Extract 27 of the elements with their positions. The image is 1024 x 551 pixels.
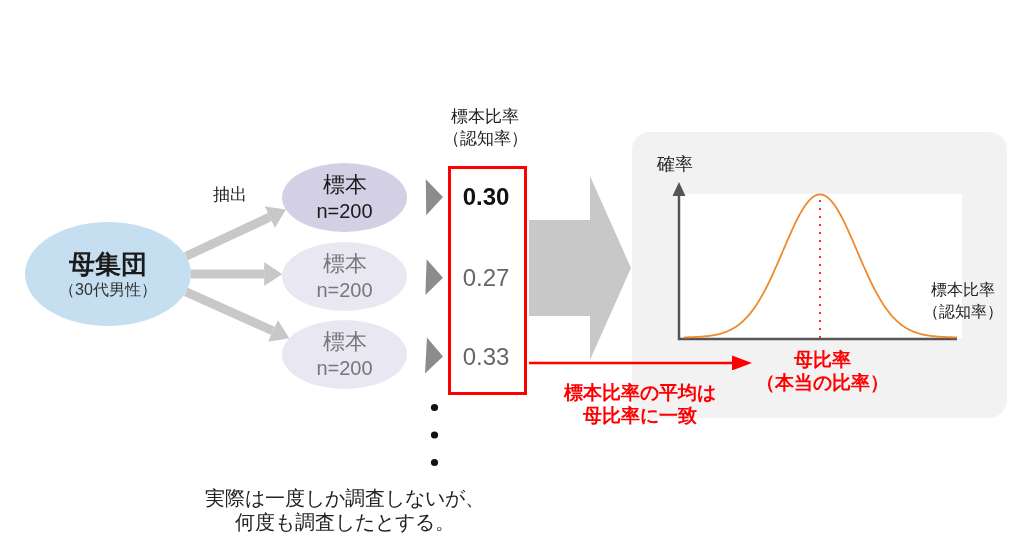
sample-size: n=200: [316, 198, 373, 223]
ellipse-title: 標本: [322, 329, 367, 356]
ellipse-subtitle: （30代男性）: [59, 280, 157, 300]
arrow: [191, 262, 283, 287]
ratio-value: 0.27: [452, 256, 520, 300]
chevron-arrow: [425, 179, 443, 216]
callout-note: （本当の比率）: [755, 372, 889, 395]
ellipse-title: 標本: [322, 172, 367, 199]
edge-label: 標本比率の平均は母比率に一致: [562, 381, 717, 428]
sample-size: n=200: [316, 355, 373, 380]
arrow: [184, 205, 288, 261]
column-header: 標本比率（認知率）: [442, 106, 528, 151]
chevron-arrow: [425, 259, 443, 296]
arrow: [529, 355, 752, 371]
ellipse-title: 母集団: [69, 248, 147, 280]
callout-title: 母比率: [793, 349, 851, 372]
sample-size: n=200: [316, 277, 373, 302]
ellipse-title: 標本: [322, 251, 367, 278]
ratio-value: 0.30: [452, 175, 520, 219]
axis-title: 確率: [657, 154, 693, 176]
block-arrow: [529, 176, 631, 360]
note-text: 実際は一度しか調査しないが、何度も調査したとする。: [204, 486, 486, 534]
axis-title: 標本比率（認知率）: [922, 280, 1004, 322]
ratio-value: 0.33: [452, 335, 520, 379]
chevron-arrow: [424, 337, 443, 374]
arrow: [184, 287, 292, 343]
edge-label: 抽出: [213, 185, 247, 206]
